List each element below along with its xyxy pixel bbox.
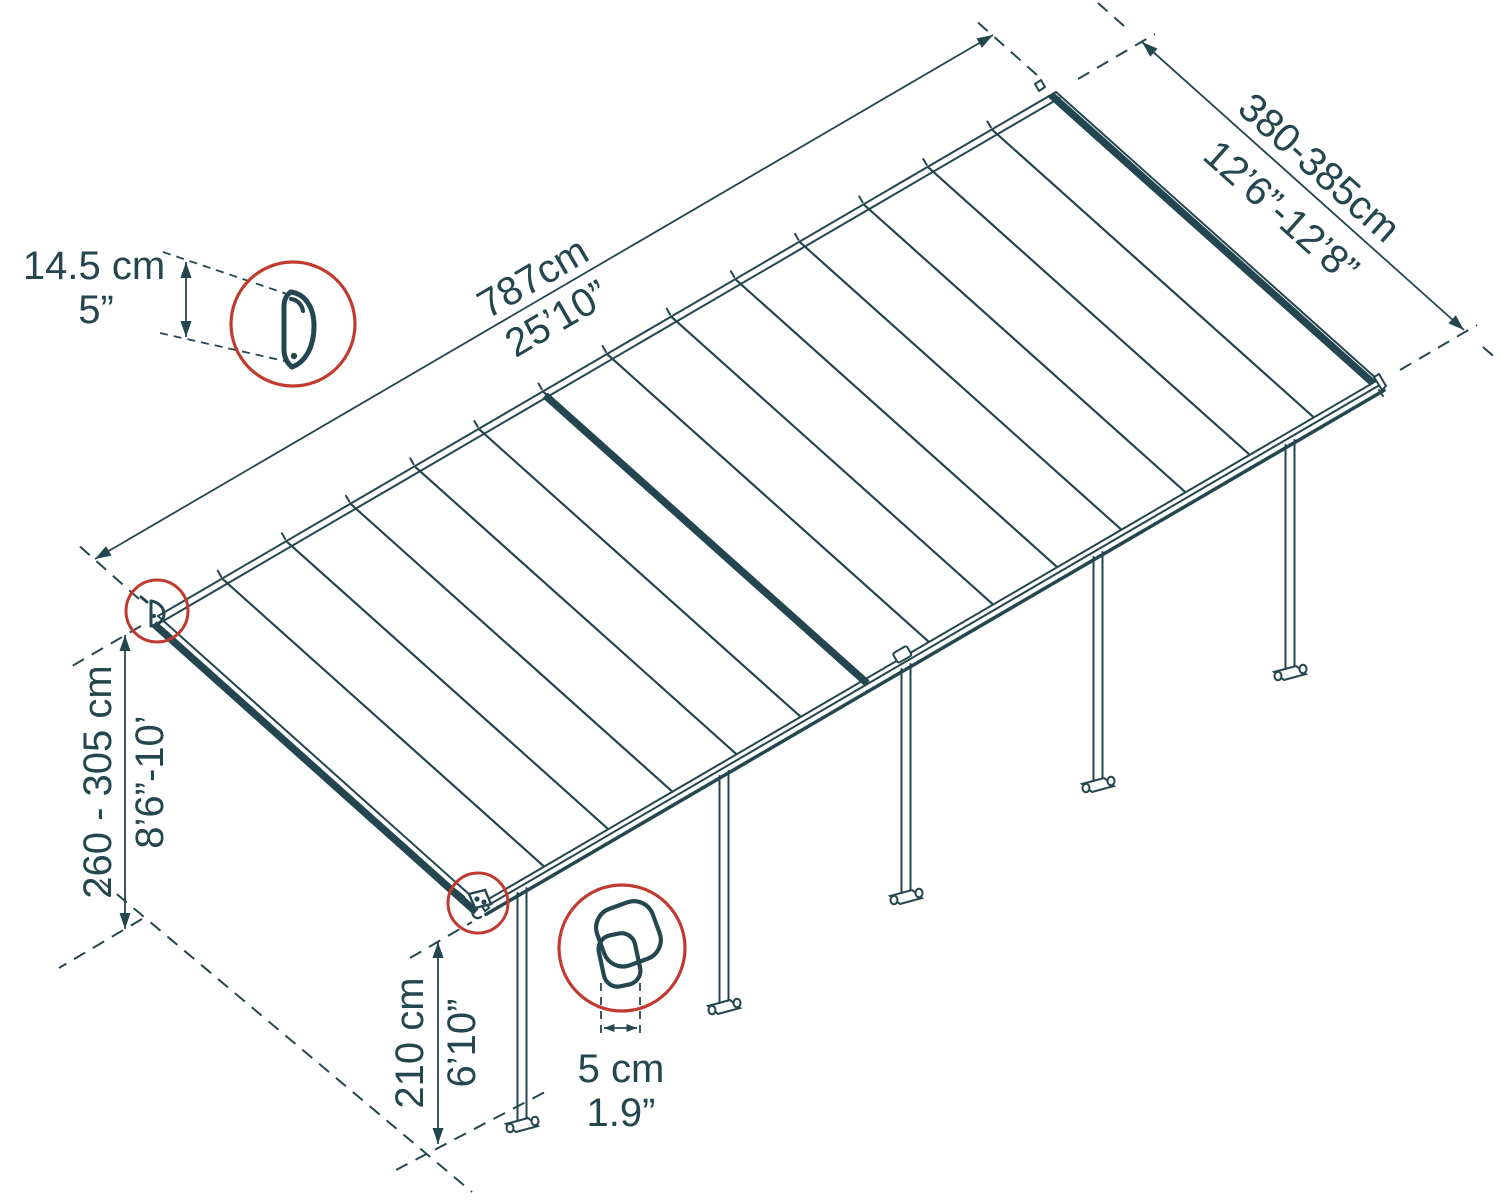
- roof-panel-rib: [285, 540, 610, 830]
- roof-panel-rib: [413, 465, 738, 756]
- roof-panel-rib: [349, 502, 674, 793]
- length-dimension-line: [94, 34, 994, 560]
- roof-panel-rib: [862, 203, 1187, 494]
- rail-end-cap: [1033, 78, 1047, 93]
- rear-ground-dash: [58, 918, 143, 969]
- roof-panel-rib: [926, 166, 1251, 456]
- front-height-ext-top: [409, 921, 473, 959]
- post-width-imperial-label: 1.9”: [587, 1091, 656, 1135]
- rail-tick: [729, 270, 736, 279]
- ground-diagonal-dash: [99, 879, 473, 1193]
- front-ground-dash: [395, 1091, 546, 1171]
- rail-tick: [409, 457, 415, 466]
- rail-tick: [858, 195, 864, 204]
- rail-tick: [922, 157, 928, 166]
- post-5: [1271, 439, 1309, 682]
- gutter-right-end-cap: [1372, 372, 1388, 392]
- dimension-length: 787cm 25’10”: [75, 18, 1038, 600]
- dimension-rear-height: 260 - 305 cm 8’6”-10’: [66, 625, 172, 929]
- detail-circle-wall-bracket: [124, 578, 190, 644]
- profile-proj-top: [162, 251, 288, 295]
- post-2: [705, 770, 743, 1016]
- roof-panel-rib: [670, 315, 994, 606]
- profile-imperial-label: 5”: [78, 288, 114, 332]
- roof-panel-rib: [477, 428, 802, 718]
- front-height-imperial-label: 6’10”: [440, 999, 484, 1088]
- roof-panel-rib: [798, 240, 1123, 531]
- gutter-splice-connector: [892, 645, 913, 664]
- roof-panel-rib: [734, 278, 1059, 568]
- post-width-metric-label: 5 cm: [578, 1047, 665, 1091]
- gutter-profile-detail-circle: [229, 260, 357, 388]
- gutter-profile-glyph: [281, 289, 317, 370]
- ground-reference-lines: [58, 879, 546, 1193]
- front-height-metric-label: 210 cm: [388, 977, 432, 1108]
- depth-ext-top: [1077, 33, 1156, 80]
- depth-dimension-line: [1141, 41, 1465, 331]
- rail-tick: [473, 419, 479, 428]
- length-ext-left: [75, 542, 140, 600]
- rail-tick: [986, 120, 992, 129]
- post-4: [1079, 551, 1117, 794]
- depth-ext-bottom: [1399, 324, 1478, 371]
- post-1: [503, 887, 541, 1134]
- profile-metric-label: 14.5 cm: [23, 244, 165, 288]
- length-ext-right: [973, 18, 1038, 76]
- roof-panel-rib: [221, 577, 545, 868]
- dimension-front-height: 210 cm 6’10”: [388, 921, 484, 1144]
- depth-overshoot-top: [1097, 2, 1125, 27]
- rail-tick: [601, 345, 607, 353]
- left-edge-beam: [151, 615, 481, 915]
- dimension-gutter-profile: 14.5 cm 5”: [23, 244, 357, 388]
- gutter-beam: [475, 372, 1388, 917]
- post-3: [887, 663, 925, 906]
- post-section-detail-circle: [557, 883, 687, 1013]
- detail-circle-gutter-corner: [446, 871, 510, 935]
- post-section-glyph: [594, 899, 663, 989]
- support-posts: [503, 439, 1309, 1134]
- rail-tick: [537, 382, 543, 391]
- rail-tick: [216, 569, 223, 578]
- rear-height-ext-top: [66, 625, 142, 670]
- rail-tick: [280, 532, 287, 541]
- rail-tick: [345, 494, 351, 503]
- dimension-depth: 380-385cm 12’6”-12’8”: [1077, 2, 1500, 371]
- dimension-post-width: 5 cm 1.9”: [557, 883, 687, 1135]
- rail-tick: [794, 232, 800, 241]
- profile-proj-bottom: [159, 332, 290, 363]
- depth-overshoot-bottom: [1482, 346, 1500, 362]
- roof-section-joint-rib: [542, 392, 870, 687]
- rear-height-imperial-label: 8’6”-10’: [128, 715, 172, 848]
- rear-height-metric-label: 260 - 305 cm: [76, 665, 120, 898]
- rail-tick: [665, 307, 672, 316]
